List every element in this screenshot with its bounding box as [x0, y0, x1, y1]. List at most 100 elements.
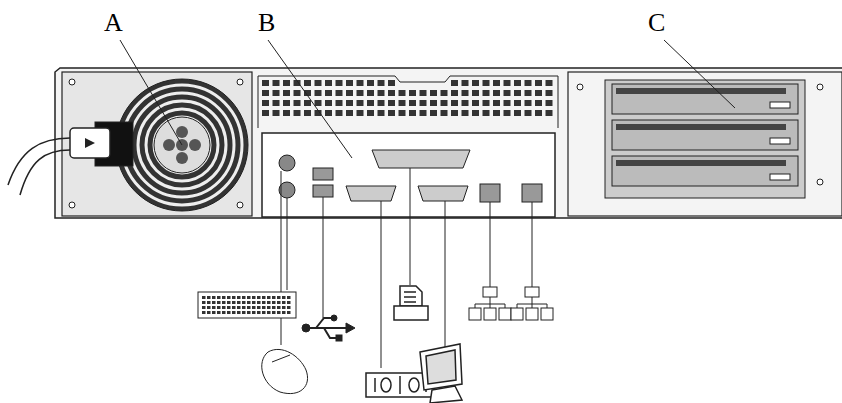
- key: [252, 296, 256, 299]
- lan-port: [480, 184, 500, 202]
- key: [242, 296, 246, 299]
- key: [237, 311, 241, 314]
- cable: [323, 197, 324, 318]
- key: [262, 301, 266, 304]
- key: [222, 306, 226, 309]
- vent-hole: [472, 100, 479, 106]
- vent-hole: [346, 100, 353, 106]
- key: [232, 311, 236, 314]
- key: [267, 311, 271, 314]
- screw: [237, 79, 243, 85]
- key: [212, 301, 216, 304]
- key: [207, 301, 211, 304]
- power-cord: [8, 138, 70, 195]
- vent-hole: [525, 90, 532, 96]
- vent-hole: [493, 80, 500, 86]
- key: [202, 306, 206, 309]
- serial-divider: [399, 376, 401, 394]
- vent-hole: [336, 80, 343, 86]
- vent-hole: [430, 110, 437, 116]
- vent-hole: [462, 90, 469, 96]
- vent-hole: [546, 90, 553, 96]
- monitor-icon: [420, 344, 462, 403]
- vent-hole: [262, 80, 269, 86]
- key: [217, 311, 221, 314]
- mouse-icon: [262, 349, 308, 393]
- paper-line: [404, 301, 416, 303]
- vent-hole: [472, 90, 479, 96]
- vent-hole: [367, 110, 374, 116]
- key: [257, 306, 261, 309]
- vent-hole: [514, 110, 521, 116]
- vent-hole: [441, 90, 448, 96]
- vent-hole: [315, 80, 322, 86]
- key: [257, 296, 261, 299]
- printer-icon: [394, 286, 428, 320]
- vent-hole: [535, 80, 542, 86]
- vent-hole: [378, 90, 385, 96]
- key: [282, 306, 286, 309]
- leader-line: [664, 40, 735, 108]
- key: [277, 306, 281, 309]
- key: [247, 296, 251, 299]
- vent-hole: [262, 110, 269, 116]
- net-link: [475, 297, 505, 308]
- net-computer: [469, 308, 481, 320]
- leaders: [120, 40, 735, 158]
- network-icon: [469, 287, 511, 320]
- vent-hole: [325, 90, 332, 96]
- vent-hole: [430, 90, 437, 96]
- leader-line: [268, 40, 352, 158]
- parallel-port: [372, 150, 470, 168]
- cable: [281, 171, 282, 345]
- slot-tab: [770, 102, 790, 108]
- paper-line: [404, 296, 416, 298]
- screw: [237, 202, 243, 208]
- key: [272, 296, 276, 299]
- serial-bar: [374, 378, 376, 392]
- fan-hole: [176, 126, 188, 138]
- lan-port: [522, 184, 542, 202]
- key: [227, 311, 231, 314]
- vent-hole: [525, 100, 532, 106]
- key: [247, 301, 251, 304]
- screw: [817, 84, 823, 90]
- vent-hole: [357, 80, 364, 86]
- key: [257, 301, 261, 304]
- vent-hole: [462, 80, 469, 86]
- vent-hole: [336, 100, 343, 106]
- vent-hole: [315, 90, 322, 96]
- usb-icon: [302, 315, 355, 341]
- vent-hole: [420, 110, 427, 116]
- key: [207, 311, 211, 314]
- key: [202, 301, 206, 304]
- monitor-frame: [420, 344, 462, 390]
- key: [267, 301, 271, 304]
- key: [202, 311, 206, 314]
- power-supply: [62, 72, 252, 216]
- key: [252, 301, 256, 304]
- key: [287, 301, 291, 304]
- key: [217, 306, 221, 309]
- vent-hole: [504, 100, 511, 106]
- vent-hole: [451, 100, 458, 106]
- vent-hole: [304, 110, 311, 116]
- vent-hole: [514, 100, 521, 106]
- leader-line: [120, 40, 182, 145]
- vent-hole: [315, 100, 322, 106]
- vent-hole: [409, 100, 416, 106]
- vent-hole: [546, 80, 553, 86]
- vent-hole: [357, 90, 364, 96]
- fan-hole: [163, 139, 175, 151]
- screw: [577, 84, 583, 90]
- key: [262, 296, 266, 299]
- vent-hole: [378, 100, 385, 106]
- vent-hole: [451, 80, 458, 86]
- key: [282, 301, 286, 304]
- slot-opening: [616, 160, 786, 166]
- key: [247, 311, 251, 314]
- key: [227, 306, 231, 309]
- vent-hole: [399, 100, 406, 106]
- vent-hole: [451, 110, 458, 116]
